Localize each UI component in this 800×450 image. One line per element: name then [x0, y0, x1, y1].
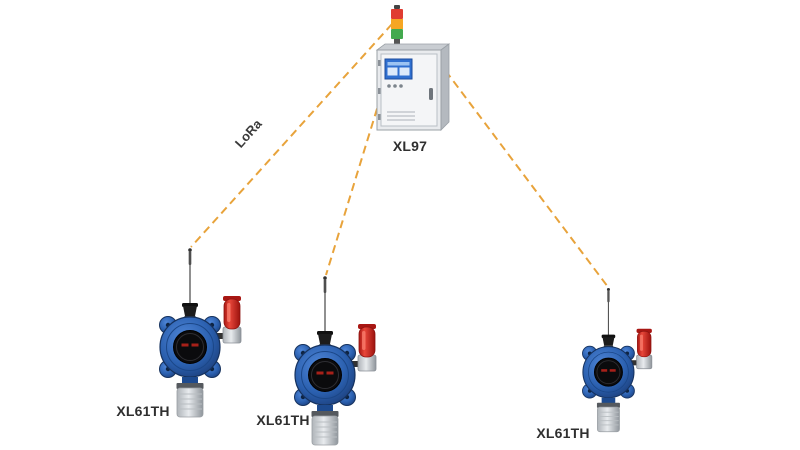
detector-label: XL61TH — [116, 403, 170, 419]
controller-cabinet-icon — [375, 43, 451, 131]
gas-detector — [138, 247, 248, 422]
gas-detector-icon — [138, 247, 248, 422]
signal-tower-icon — [391, 5, 403, 46]
detector-label: XL61TH — [536, 425, 590, 441]
gas-detector — [564, 287, 658, 436]
lora-link-line — [190, 23, 393, 248]
lora-link-line — [429, 49, 609, 288]
gas-detector-icon — [564, 287, 658, 436]
detector-label: XL61TH — [256, 412, 310, 428]
controller-label: XL97 — [392, 138, 428, 154]
controller-unit — [365, 4, 455, 136]
controller-icon — [375, 5, 451, 131]
